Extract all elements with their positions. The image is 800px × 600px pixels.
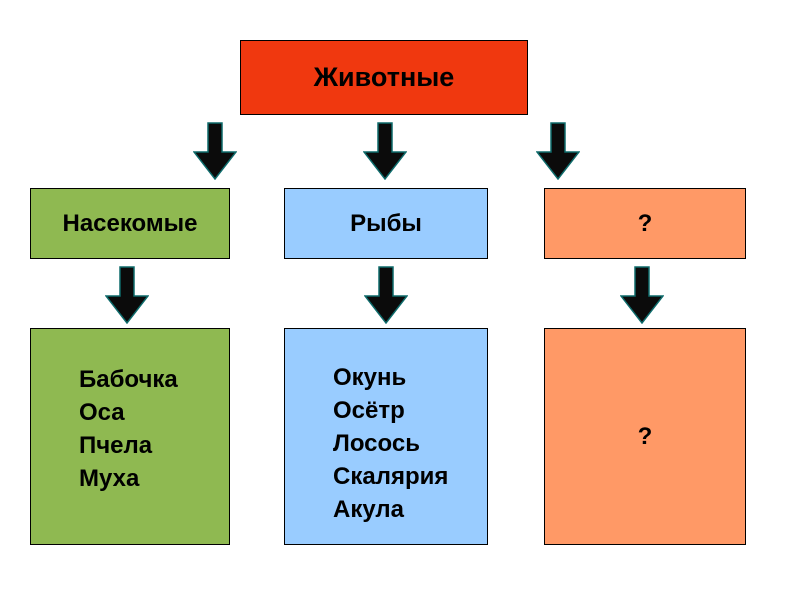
list-node-unknown: ? xyxy=(544,328,746,545)
down-arrow-icon xyxy=(363,122,407,180)
list-item: Скалярия xyxy=(333,463,449,490)
down-arrow-icon xyxy=(620,266,664,324)
list-node-insects: Бабочка Оса Пчела Муха xyxy=(30,328,230,545)
category-node-insects: Насекомые xyxy=(30,188,230,259)
list-item: Осётр xyxy=(333,397,405,424)
list-item: Лосось xyxy=(333,430,420,457)
list-item: Муха xyxy=(79,465,140,492)
list-node-fish: Окунь Осётр Лосось Скалярия Акула xyxy=(284,328,488,545)
category-label: Рыбы xyxy=(350,209,422,237)
list-item: Окунь xyxy=(333,364,407,391)
down-arrow-icon xyxy=(193,122,237,180)
down-arrow-icon xyxy=(105,266,149,324)
list-item: Акула xyxy=(333,496,404,523)
list-item: Бабочка xyxy=(79,366,178,393)
unknown-placeholder: ? xyxy=(637,422,653,450)
down-arrow-icon xyxy=(536,122,580,180)
list-item: Оса xyxy=(79,399,125,426)
root-node-animals: Животные xyxy=(240,40,528,115)
category-label: Насекомые xyxy=(62,209,198,237)
category-node-fish: Рыбы xyxy=(284,188,488,259)
down-arrow-icon xyxy=(364,266,408,324)
category-node-unknown: ? xyxy=(544,188,746,259)
root-node-label: Животные xyxy=(313,62,455,92)
list-item: Пчела xyxy=(79,432,153,459)
category-label: ? xyxy=(637,209,653,237)
fish-list: Окунь Осётр Лосось Скалярия Акула xyxy=(285,329,487,526)
insects-list: Бабочка Оса Пчела Муха xyxy=(31,329,229,495)
